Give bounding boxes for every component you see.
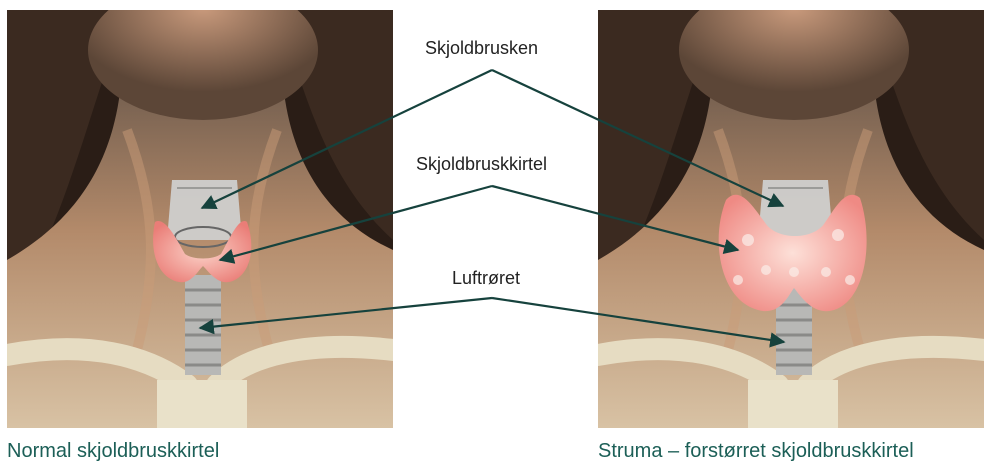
caption-goiter: Struma – forstørret skjoldbruskkirtel: [598, 440, 914, 463]
gland-label: Skjoldbruskkirtel: [416, 154, 547, 175]
cartilage-label: Skjoldbrusken: [425, 38, 538, 59]
goiter-illustration: [598, 10, 984, 428]
trachea-label: Luftrøret: [452, 268, 520, 289]
normal-thyroid-illustration: [7, 10, 393, 428]
caption-normal: Normal skjoldbruskkirtel: [7, 440, 219, 463]
